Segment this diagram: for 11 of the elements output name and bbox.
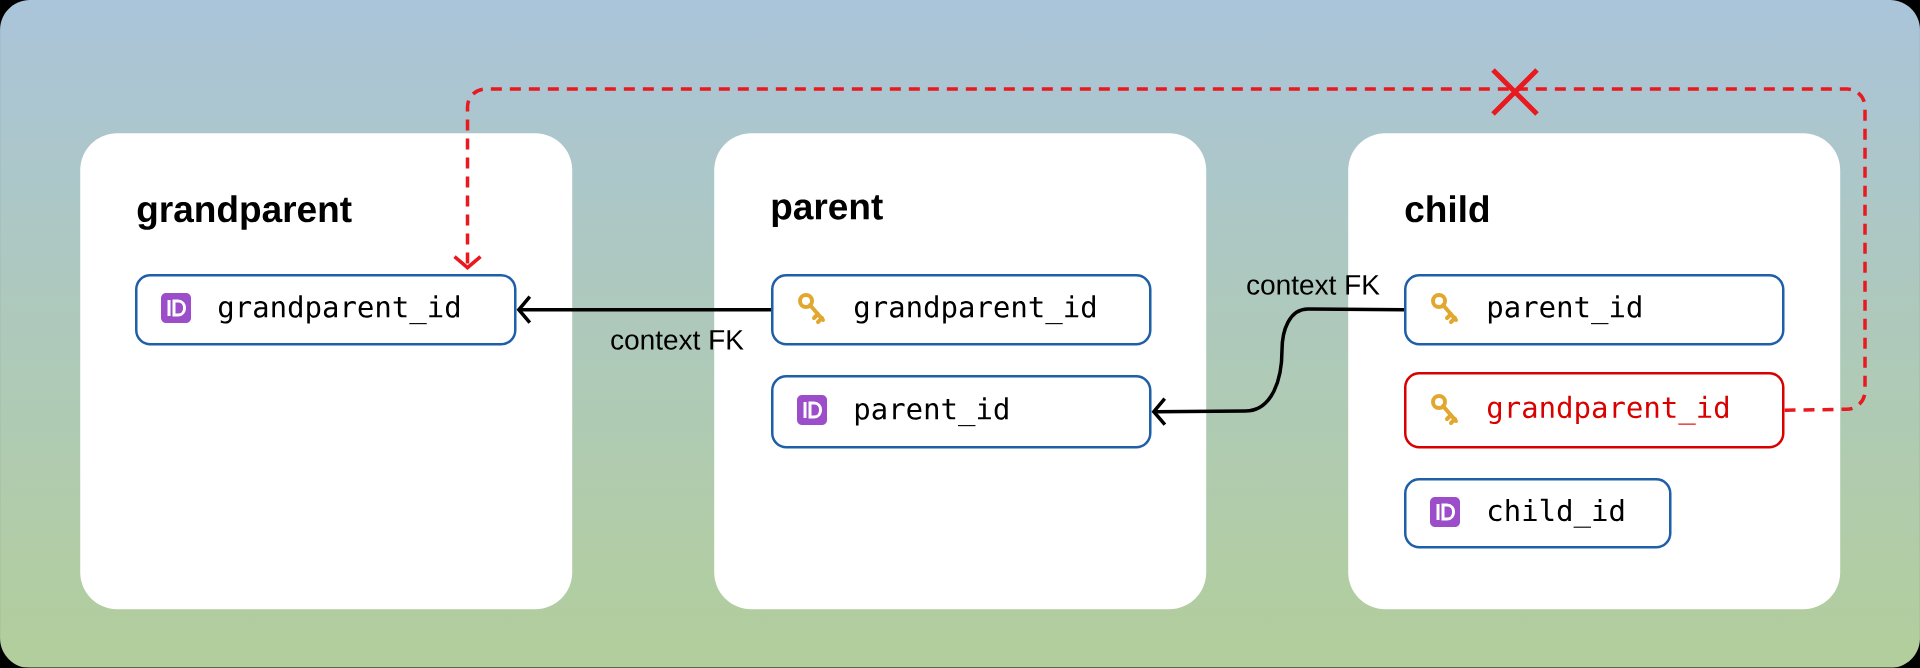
field-box: parent_id xyxy=(1404,274,1785,346)
arrow xyxy=(516,295,771,324)
field-box: child_id xyxy=(1404,478,1672,549)
arrow xyxy=(1151,307,1405,426)
arrow xyxy=(453,87,1867,412)
field-box: grandparent_id xyxy=(771,274,1152,346)
edge-label: context FK xyxy=(1247,275,1380,295)
edge-label: context FK xyxy=(611,330,744,350)
field-box: grandparent_id xyxy=(135,274,517,346)
field-box: parent_id xyxy=(771,375,1152,449)
field-box: grandparent_id xyxy=(1404,372,1785,449)
